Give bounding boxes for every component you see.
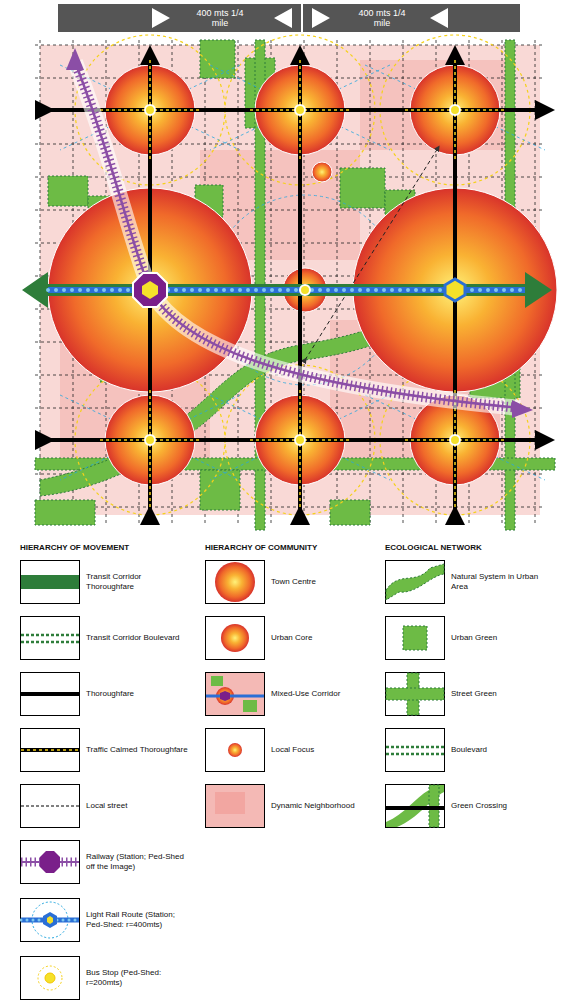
legend-text: Transit Corridor Thoroughfare [86,572,190,592]
legend-text: Light Rail Route (Station; Ped-Shed: r=4… [86,910,190,930]
legend-sample [205,784,265,828]
legend-text: Local Focus [271,745,375,755]
legend-heading: HIERARCHY OF COMMUNITY [205,543,317,552]
legend-text: Urban Green [451,633,555,643]
legend-sample [205,616,265,660]
legend-text: Town Centre [271,577,375,587]
legend-text: Traffic Calmed Thoroughfare [86,745,190,755]
scale-label: 400 mts 1/4 mile [352,8,412,28]
legend-text: Dynamic Neighborhood [271,801,375,811]
scale-label: 400 mts 1/4 mile [190,8,250,28]
legend-sample [20,840,80,884]
legend-text: Green Crossing [451,801,555,811]
legend-sample [20,616,80,660]
legend-text: Natural System in Urban Area [451,572,555,592]
legend-text: Urban Core [271,633,375,643]
legend-sample [385,616,445,660]
legend-heading: HIERARCHY OF MOVEMENT [20,543,129,552]
legend-sample [385,784,445,828]
legend-sample [385,560,445,604]
urban-structure-map [0,0,573,540]
legend-sample [20,560,80,604]
legend-sample [20,728,80,772]
legend-sample [20,956,80,1000]
legend-sample [205,560,265,604]
legend-sample [385,728,445,772]
legend-text: Railway (Station; Ped-Shed off the Image… [86,852,190,872]
legend-text: Transit Corridor Boulevard [86,633,190,643]
legend-sample [205,728,265,772]
legend-text: Mixed-Use Corridor [271,689,375,699]
legend-text: Bus Stop (Ped-Shed: r=200mts) [86,968,190,988]
legend-swatch [403,626,427,650]
legend-text: Local street [86,801,190,811]
legend-heading: ECOLOGICAL NETWORK [385,543,482,552]
legend-text: Street Green [451,689,555,699]
legend-sample [205,672,265,716]
legend-sample [20,898,80,942]
legend-sample [385,672,445,716]
legend-text: Thoroughfare [86,689,190,699]
legend-text: Boulevard [451,745,555,755]
legend-sample [20,784,80,828]
legend-sample [20,672,80,716]
